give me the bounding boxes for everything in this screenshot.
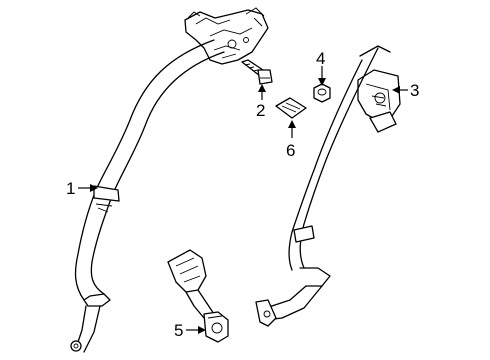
callout-5: 5 [174,321,183,340]
callout-2: 2 [256,101,265,120]
buckle-assembly [167,249,229,343]
callout-6: 6 [286,141,295,160]
callout-4: 4 [316,49,325,68]
nut [313,83,331,103]
bolt [241,59,273,85]
callout-3: 3 [410,81,419,100]
right-seat-belt-assembly [255,45,401,327]
callout-leaders [78,66,408,334]
callout-1: 1 [66,179,75,198]
cover-clip [275,97,307,119]
left-seat-belt-assembly [70,7,269,353]
